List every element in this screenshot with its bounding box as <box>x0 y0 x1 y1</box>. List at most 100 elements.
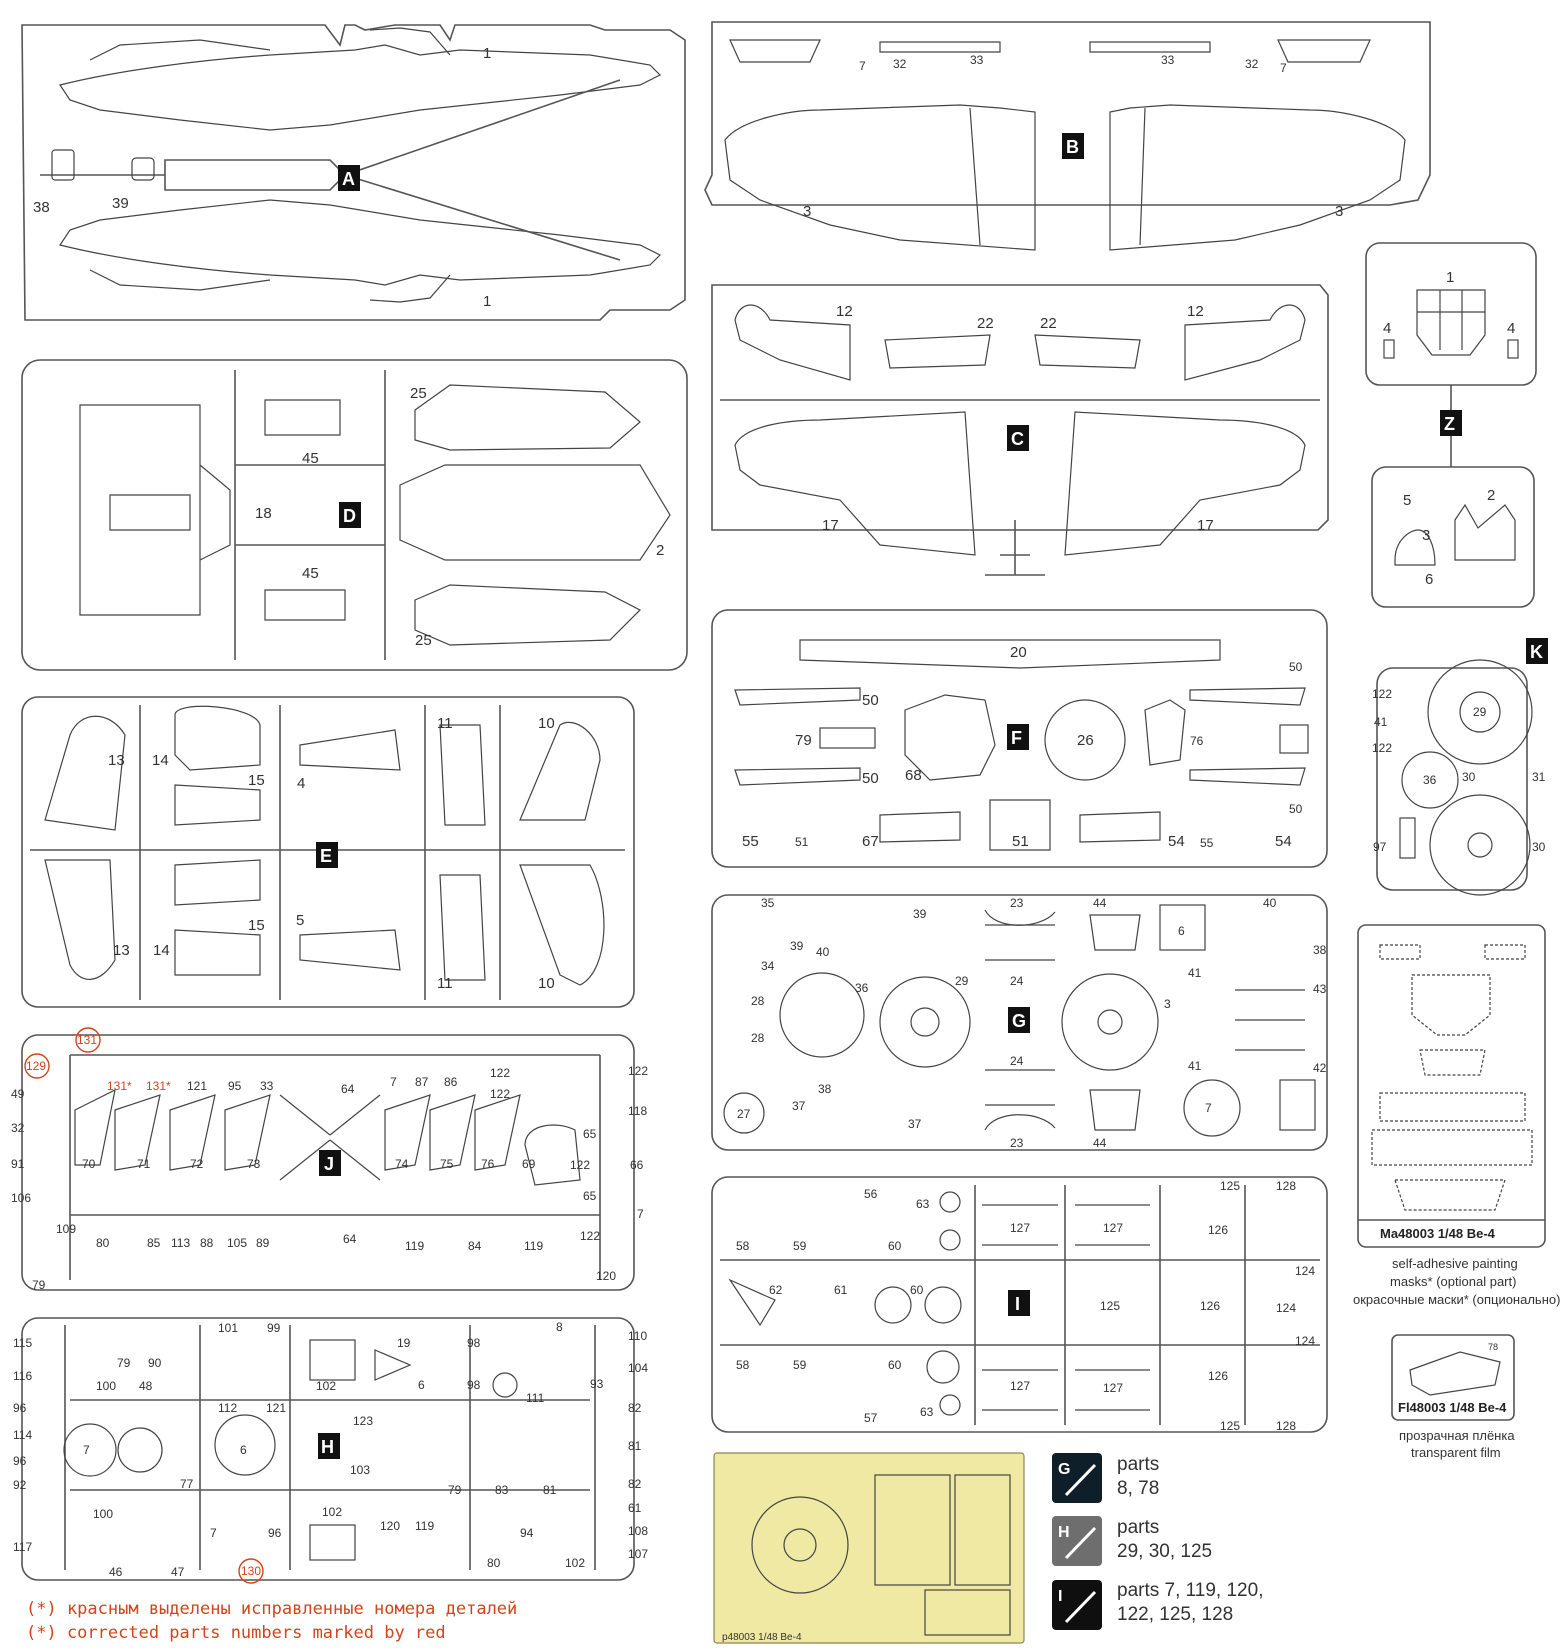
part-number: 114 <box>13 1428 32 1442</box>
part-number: 104 <box>628 1361 648 1375</box>
part-number: 17 <box>1197 517 1214 534</box>
part-number: 14 <box>153 942 170 959</box>
part-number: 93 <box>590 1377 604 1391</box>
part-number: 46 <box>109 1565 123 1579</box>
part-number: 99 <box>267 1321 281 1335</box>
part-number: 32 <box>1245 57 1259 71</box>
part-number: 20 <box>1010 644 1027 661</box>
part-number: 121 <box>266 1401 286 1415</box>
part-number: 91 <box>11 1157 25 1171</box>
part-number: 100 <box>96 1379 116 1393</box>
film-caption-line1: прозрачная плёнка <box>1399 1428 1515 1443</box>
part-number: 79 <box>448 1483 462 1497</box>
film-code: Fl48003 1/48 Be-4 <box>1398 1400 1507 1415</box>
brush-letter-icon: G <box>1058 1461 1070 1478</box>
sprue-c: C 12 22 22 12 17 17 <box>711 284 1329 576</box>
part-number: 127 <box>1103 1381 1123 1395</box>
part-number: 92 <box>13 1478 27 1492</box>
part-number: 32 <box>893 57 907 71</box>
part-number: 101 <box>218 1321 238 1335</box>
brush-letter-icon: H <box>1058 1524 1070 1541</box>
part-number: 102 <box>322 1505 342 1519</box>
part-number: 125 <box>1220 1179 1240 1193</box>
part-number: 57 <box>864 1411 878 1425</box>
corrected-part-circle <box>24 1053 50 1079</box>
part-number: 122 <box>580 1229 600 1243</box>
part-number: 80 <box>487 1556 501 1570</box>
part-number: 79 <box>795 732 812 749</box>
brush-icon <box>1064 1463 1097 1497</box>
part-number: 126 <box>1208 1369 1228 1383</box>
part-number: 5 <box>1403 492 1411 509</box>
part-number: 42 <box>1313 1061 1327 1075</box>
part-number: 85 <box>147 1236 161 1250</box>
part-number: 121 <box>187 1079 207 1093</box>
part-number: 73 <box>247 1157 261 1171</box>
part-number: 122 <box>570 1158 590 1172</box>
part-number: 23 <box>1010 1136 1024 1150</box>
part-number: 39 <box>790 939 804 953</box>
part-number: 44 <box>1093 1136 1107 1150</box>
part-number: 123 <box>353 1414 373 1428</box>
part-number: 95 <box>228 1079 242 1093</box>
part-number: 30 <box>1532 840 1546 854</box>
legend-line1: parts <box>1117 1517 1159 1538</box>
brush-icon <box>1064 1526 1097 1560</box>
legend-line1: parts <box>1117 1454 1159 1475</box>
part-number: 4 <box>1507 320 1515 337</box>
part-number: 37 <box>908 1117 922 1131</box>
corrected-part-circle <box>75 1027 101 1053</box>
part-number: 34 <box>761 959 775 973</box>
photo-etch-fret: p48003 1/48 Be-4 <box>713 1452 1025 1644</box>
part-number: 105 <box>227 1236 247 1250</box>
part-number: 87 <box>415 1075 429 1089</box>
part-number: 96 <box>268 1526 282 1540</box>
part-number-corrected: 130 <box>241 1564 261 1578</box>
part-number: 38 <box>33 199 50 216</box>
part-number: 40 <box>816 945 830 959</box>
part-number: 36 <box>1423 773 1437 787</box>
part-number: 37 <box>792 1099 806 1113</box>
part-number: 10 <box>538 975 555 992</box>
part-number: 11 <box>437 715 453 732</box>
part-number: 4 <box>1383 320 1391 337</box>
part-number: 50 <box>1289 660 1303 674</box>
part-number: 7 <box>390 1075 397 1089</box>
part-number: 7 <box>637 1207 644 1221</box>
part-number: 39 <box>112 195 129 212</box>
part-number: 122 <box>628 1064 648 1078</box>
part-number: 66 <box>630 1158 644 1172</box>
part-number: 122 <box>490 1066 510 1080</box>
legend-line2: 8, 78 <box>1117 1478 1159 1499</box>
part-number: 6 <box>1178 924 1185 938</box>
part-number: 127 <box>1010 1221 1030 1235</box>
part-number: 40 <box>1263 896 1277 910</box>
part-number: 72 <box>190 1157 204 1171</box>
part-number: 79 <box>32 1278 46 1292</box>
part-number: 118 <box>628 1104 647 1118</box>
part-number: 115 <box>13 1336 32 1350</box>
part-number: 63 <box>916 1197 930 1211</box>
part-number: 62 <box>769 1283 783 1297</box>
legend-item: H parts 29, 30, 125 <box>1052 1516 1212 1566</box>
part-number: 119 <box>415 1519 434 1533</box>
part-number: 113 <box>171 1236 190 1250</box>
part-number: 17 <box>822 517 839 534</box>
part-number: 61 <box>628 1501 642 1515</box>
part-number: 13 <box>108 752 125 769</box>
sprue-label-f: F <box>1011 728 1022 748</box>
part-number: 45 <box>302 565 319 582</box>
part-number: 120 <box>596 1269 616 1283</box>
part-number: 67 <box>862 833 879 850</box>
legend-line1: parts 7, 119, 120, <box>1117 1580 1263 1601</box>
part-number: 76 <box>481 1157 495 1171</box>
part-number: 7 <box>83 1443 90 1457</box>
part-number: 7 <box>1280 61 1287 75</box>
part-number: 51 <box>1012 833 1029 850</box>
part-number: 60 <box>888 1239 902 1253</box>
part-number: 119 <box>405 1239 424 1253</box>
part-number: 36 <box>855 981 869 995</box>
part-number: 86 <box>444 1075 458 1089</box>
part-number: 29 <box>1473 705 1487 719</box>
sprue-h: H 101 99 8 115 79 90 19 98 110 116 100 4… <box>13 1317 648 1584</box>
